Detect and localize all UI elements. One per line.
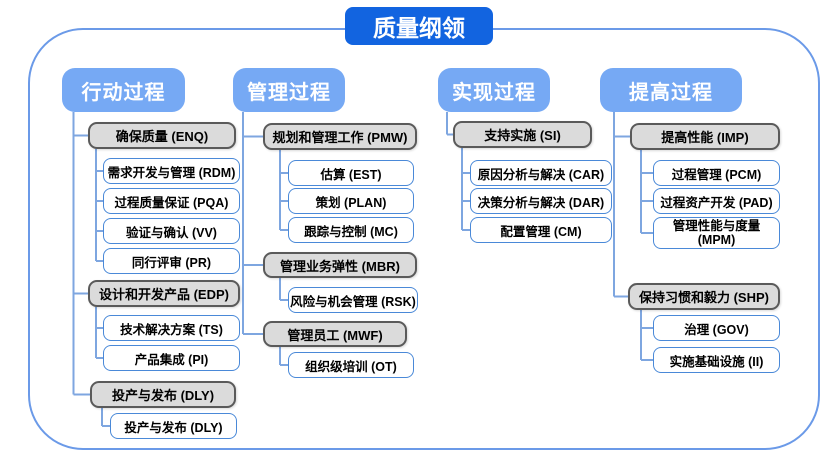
leaf-node-dly: 投产与发布 (DLY) — [110, 413, 237, 439]
leaf-node-gov: 治理 (GOV) — [653, 315, 780, 341]
leaf-node-mc: 跟踪与控制 (MC) — [288, 217, 414, 243]
leaf-node-ii: 实施基础设施 (II) — [653, 347, 780, 373]
column-header-management-process: 管理过程 — [233, 68, 345, 112]
leaf-node-vv: 验证与确认 (VV) — [103, 218, 240, 244]
leaf-node-pqa: 过程质量保证 (PQA) — [103, 188, 240, 214]
column-header-improvement-process: 提高过程 — [600, 68, 742, 112]
column-header-action-process: 行动过程 — [62, 68, 185, 112]
leaf-node-pcm: 过程管理 (PCM) — [653, 160, 780, 186]
leaf-node-car: 原因分析与解决 (CAR) — [470, 160, 612, 186]
group-node-pmw: 规划和管理工作 (PMW) — [263, 123, 417, 150]
group-node-edp: 设计和开发产品 (EDP) — [88, 280, 240, 307]
column-header-implementation-process: 实现过程 — [438, 68, 550, 112]
leaf-node-cm: 配置管理 (CM) — [470, 217, 612, 243]
group-node-dly: 投产与发布 (DLY) — [90, 381, 236, 408]
group-node-si: 支持实施 (SI) — [453, 121, 592, 148]
leaf-node-est: 估算 (EST) — [288, 160, 414, 186]
leaf-node-plan: 策划 (PLAN) — [288, 188, 414, 214]
leaf-node-rsk: 风险与机会管理 (RSK) — [288, 287, 418, 313]
leaf-node-pad: 过程资产开发 (PAD) — [653, 188, 780, 214]
leaf-node-pi: 产品集成 (PI) — [103, 345, 240, 371]
leaf-node-rdm: 需求开发与管理 (RDM) — [103, 158, 240, 184]
group-node-mbr: 管理业务弹性 (MBR) — [263, 252, 417, 278]
leaf-node-ot: 组织级培训 (OT) — [288, 352, 414, 378]
group-node-imp: 提高性能 (IMP) — [630, 123, 780, 150]
diagram-title: 质量纲领 — [345, 7, 493, 45]
group-node-shp: 保持习惯和毅力 (SHP) — [628, 283, 780, 310]
leaf-node-dar: 决策分析与解决 (DAR) — [470, 188, 612, 214]
leaf-node-ts: 技术解决方案 (TS) — [103, 315, 240, 341]
group-node-mwf: 管理员工 (MWF) — [263, 321, 407, 347]
leaf-node-pr: 同行评审 (PR) — [103, 248, 240, 274]
leaf-node-mpm: 管理性能与度量 (MPM) — [653, 217, 780, 249]
group-node-enq: 确保质量 (ENQ) — [88, 122, 236, 149]
